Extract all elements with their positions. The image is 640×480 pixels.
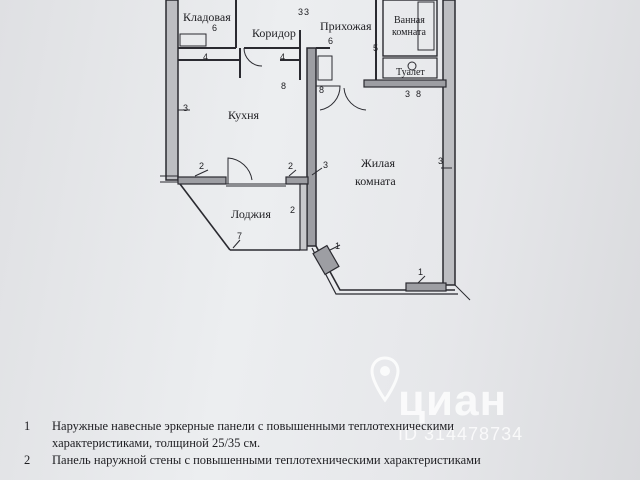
wall-mark: 3: [405, 89, 411, 99]
wall-mark: 1: [418, 267, 424, 277]
wall-mark: 6: [212, 23, 218, 33]
room-label-corridor: Коридор: [252, 26, 296, 40]
legend: 1 Наружные навесные эркерные панели с по…: [24, 418, 624, 469]
wall-mark: 8: [281, 81, 287, 91]
room-label-living-2: комната: [355, 174, 396, 188]
legend-item: 2 Панель наружной стены с повышенными те…: [24, 452, 624, 469]
wall-mark: 8: [319, 85, 325, 95]
room-label-loggia: Лоджия: [231, 207, 271, 221]
watermark-id: ID 314478734: [398, 424, 524, 444]
legend-number: 2: [24, 453, 31, 467]
wall-mark: 3: [298, 7, 304, 17]
wall-mark: 8: [416, 89, 422, 99]
wall-mark: 3: [438, 156, 444, 166]
room-label-kitchen: Кухня: [228, 108, 260, 122]
wall-mark: 3: [304, 7, 310, 17]
wall-mark: 1: [335, 241, 341, 251]
wall-mark: 3: [323, 160, 329, 170]
legend-number: 1: [24, 419, 31, 433]
room-label-storage: Кладовая: [183, 10, 231, 24]
room-label-toilet: Туалет: [396, 67, 425, 78]
wall-mark: 5: [373, 43, 379, 53]
room-label-bathroom-2: комната: [392, 27, 426, 38]
wall-mark: 4: [203, 52, 209, 62]
legend-text: Панель наружной стены с повышенными тепл…: [52, 453, 481, 467]
room-label-bathroom-1: Ванная: [394, 15, 425, 26]
wall-mark: 2: [199, 161, 205, 171]
wall-mark: 6: [328, 36, 334, 46]
room-label-living-1: Жилая: [361, 156, 396, 170]
wall-mark: 2: [288, 161, 294, 171]
legend-text: характеристиками, толщиной 25/35 см.: [52, 436, 261, 450]
wall-mark: 7: [237, 231, 243, 241]
location-pin-icon: [370, 356, 400, 403]
legend-item: 1 Наружные навесные эркерные панели с по…: [24, 418, 624, 452]
wall-mark: 3: [183, 103, 189, 113]
wall-mark: 2: [290, 205, 296, 215]
watermark-brand: циан: [398, 376, 508, 425]
wall-mark: 4: [280, 52, 286, 62]
legend-text: Наружные навесные эркерные панели с повы…: [52, 419, 454, 433]
room-label-hallway: Прихожая: [320, 19, 372, 33]
